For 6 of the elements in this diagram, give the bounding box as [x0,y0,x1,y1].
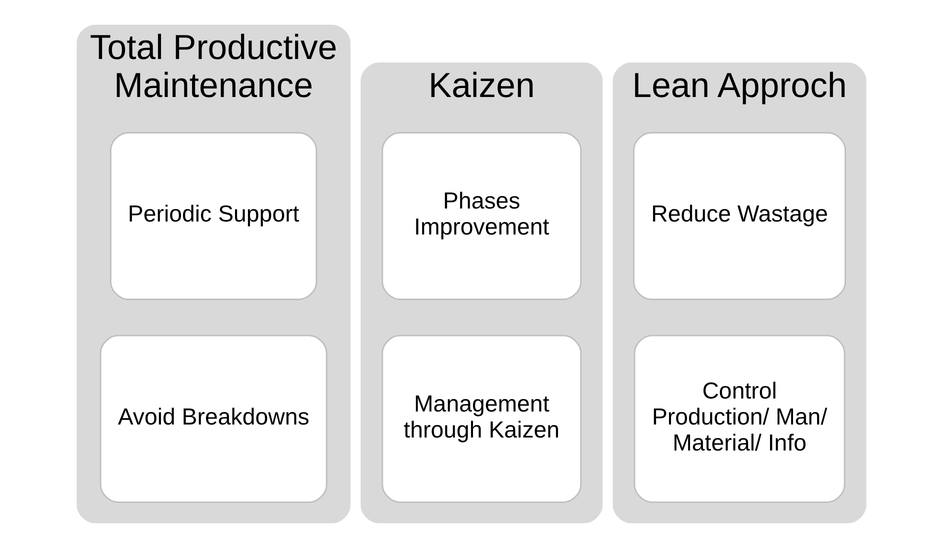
node-box: Management through Kaizen [381,334,582,503]
node-box: Phases Improvement [381,132,582,300]
node-box: Reduce Wastage [632,132,846,300]
node-box: Avoid Breakdowns [99,334,327,503]
node-box: Periodic Support [110,132,317,300]
node-box: Control Production/ Man/ Material/ Info [633,334,845,503]
